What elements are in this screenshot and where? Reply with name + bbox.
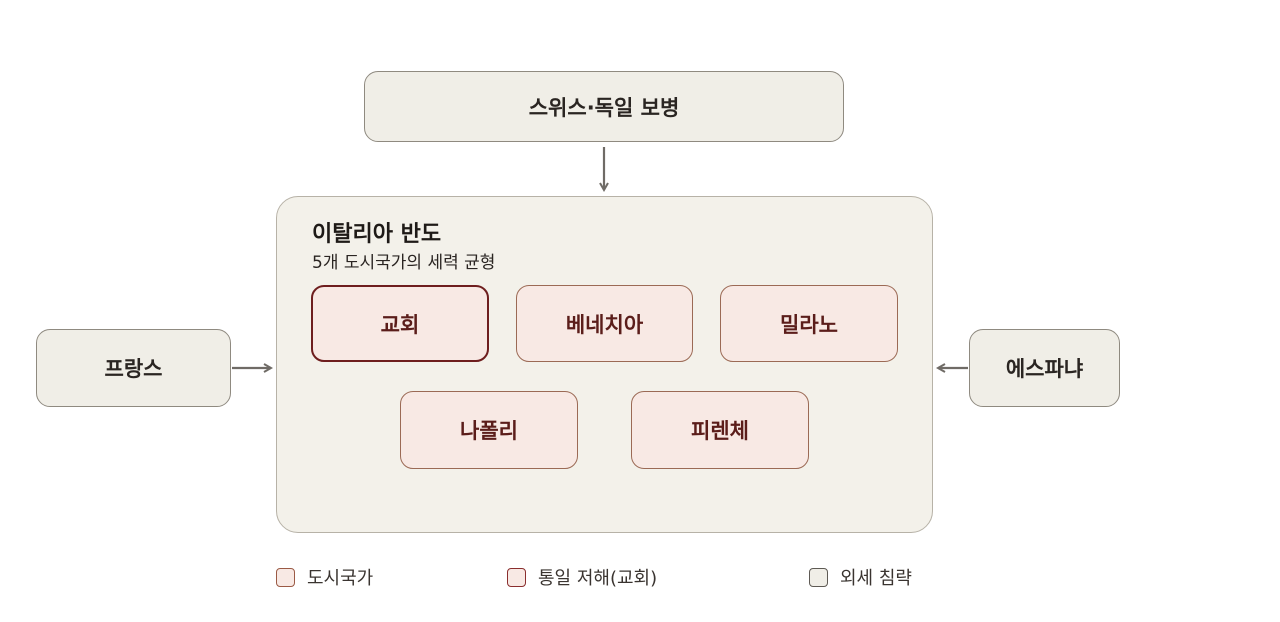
city-venice-label: 베네치아 — [565, 312, 644, 337]
legend-item-foreign-invasion: 외세 침략 — [809, 564, 912, 590]
region-subtitle: 5개 도시국가의 세력 균형 — [312, 253, 496, 273]
france-label: 프랑스 — [104, 357, 163, 381]
swiss-german-infantry-box: 스위스·독일 보병 — [364, 71, 844, 142]
legend-label-foreign-invasion: 외세 침략 — [840, 568, 912, 589]
legend-swatch-city-state — [276, 567, 295, 587]
legend-item-church-obstacle: 통일 저해(교회) — [507, 564, 657, 590]
spain-label: 에스파냐 — [1005, 357, 1084, 381]
spain-box: 에스파냐 — [969, 329, 1120, 407]
legend-swatch-foreign-invasion — [809, 567, 828, 587]
city-church-box: 교회 — [311, 285, 489, 362]
city-florence-label: 피렌체 — [691, 419, 749, 443]
city-milan-box: 밀라노 — [720, 285, 898, 362]
region-title: 이탈리아 반도 — [312, 222, 442, 247]
italian-peninsula-region — [276, 196, 933, 533]
city-florence-box: 피렌체 — [631, 391, 809, 469]
france-box: 프랑스 — [36, 329, 231, 407]
legend-label-city-state: 도시국가 — [307, 568, 374, 589]
city-venice-box: 베네치아 — [516, 285, 693, 362]
city-naples-box: 나폴리 — [400, 391, 578, 469]
city-naples-label: 나폴리 — [460, 419, 518, 443]
city-milan-label: 밀라노 — [780, 312, 838, 337]
legend-item-city-state: 도시국가 — [276, 564, 373, 590]
city-church-label: 교회 — [380, 312, 420, 337]
swiss-german-infantry-label: 스위스·독일 보병 — [528, 95, 680, 120]
legend-label-church-obstacle: 통일 저해(교회) — [538, 568, 658, 589]
legend-swatch-church-obstacle — [507, 567, 526, 587]
